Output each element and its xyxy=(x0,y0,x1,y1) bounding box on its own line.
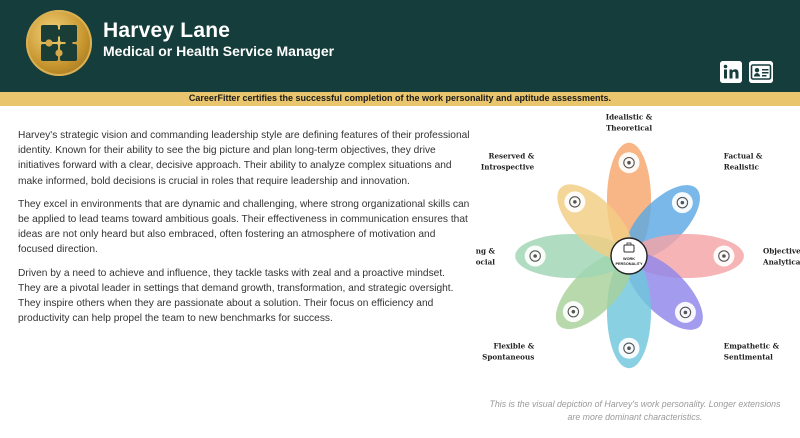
petal-label-empathetic: Empathetic &Sentimental xyxy=(724,341,780,361)
summary-paragraph-1: Harvey's strategic vision and commanding… xyxy=(18,130,470,187)
chart-caption-line-2: are more dominant characteristics. xyxy=(567,412,703,422)
chart-caption: This is the visual depiction of Harvey's… xyxy=(470,398,800,424)
icon-layer xyxy=(524,152,735,359)
petal-label-idealistic: Idealistic &Theoretical xyxy=(606,113,653,133)
chart-icon xyxy=(713,245,735,267)
chart-caption-line-1: This is the visual depiction of Harvey's… xyxy=(489,399,781,409)
job-title: Medical or Health Service Manager xyxy=(103,43,335,59)
certification-text: CareerFitter certifies the successful co… xyxy=(188,93,612,103)
target-icon xyxy=(671,192,693,214)
candidate-name: Harvey Lane xyxy=(103,19,231,42)
linkedin-button[interactable] xyxy=(720,61,742,83)
summary-paragraph-2: They excel in environments that are dyna… xyxy=(18,198,470,256)
header-bar: Harvey Lane Medical or Health Service Ma… xyxy=(0,0,800,92)
contact-card-button[interactable] xyxy=(749,61,773,83)
petal-label-factual: Factual &Realistic xyxy=(724,152,763,172)
stack-icon xyxy=(618,337,640,359)
summary-paragraph-3: Driven by a need to achieve and influenc… xyxy=(18,267,454,325)
petal-label-objective: Objective &Analytical xyxy=(762,247,800,267)
linkedin-icon xyxy=(720,61,742,83)
people-icon xyxy=(524,245,546,267)
shuffle-icon xyxy=(562,301,584,323)
petal-label-outgoing: Outgoing &Social xyxy=(476,247,496,267)
heart-icon xyxy=(674,301,696,323)
puzzle-icon xyxy=(41,25,77,61)
brain-icon xyxy=(618,152,640,174)
certification-banner: CareerFitter certifies the successful co… xyxy=(0,92,800,106)
contact-card-icon xyxy=(749,61,773,83)
person-icon xyxy=(564,191,586,213)
briefcase-icon xyxy=(623,242,635,253)
petal-label-reserved: Reserved &Introspective xyxy=(481,152,535,172)
personality-summary: Harvey's strategic vision and commanding… xyxy=(18,128,470,334)
logo xyxy=(26,10,92,76)
petal-label-flexible: Flexible &Spontaneous xyxy=(482,341,535,361)
